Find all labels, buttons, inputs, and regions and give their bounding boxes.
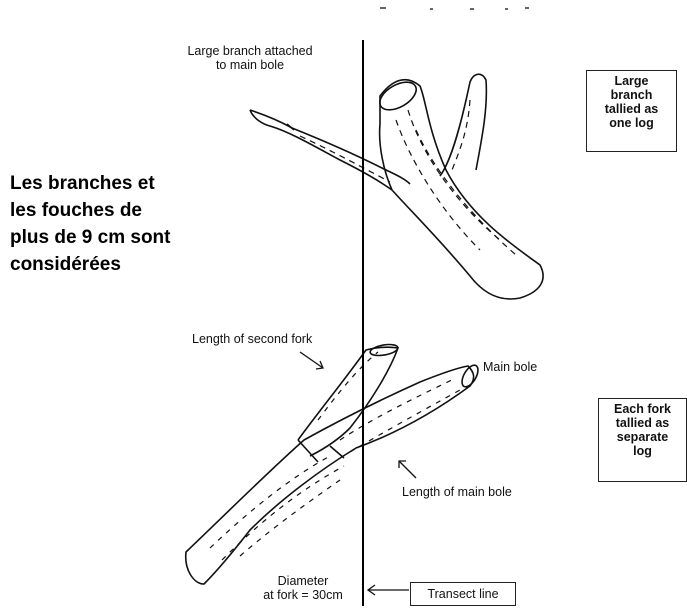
length-second-fork-label: Length of second fork <box>192 332 312 346</box>
label-line: at fork = 30cm <box>248 588 358 602</box>
note-line: Les branches et <box>10 170 170 197</box>
length-main-bole-label: Length of main bole <box>402 485 512 499</box>
box-line: tallied as <box>589 102 674 116</box>
label-line: Large branch attached <box>160 44 340 58</box>
box-line: branch <box>589 88 674 102</box>
note-line: les fouches de <box>10 197 170 224</box>
transect-line-box: Transect line <box>410 582 516 606</box>
box-line: log <box>601 444 684 458</box>
box-line: separate <box>601 430 684 444</box>
large-branch-tallied-box: Large branch tallied as one log <box>586 70 677 152</box>
lower-log-illustration <box>186 343 481 584</box>
main-bole-label: Main bole <box>483 360 537 374</box>
upper-log-illustration <box>250 74 543 299</box>
label-line: Diameter <box>248 574 358 588</box>
box-line: Each fork <box>601 402 684 416</box>
large-branch-attached-label: Large branch attached to main bole <box>160 44 340 72</box>
top-scan-marks <box>380 8 529 9</box>
label-line: to main bole <box>160 58 340 72</box>
box-line: Large <box>589 74 674 88</box>
each-fork-tallied-box: Each fork tallied as separate log <box>598 398 687 482</box>
french-note: Les branches et les fouches de plus de 9… <box>10 170 170 278</box>
note-line: plus de 9 cm sont <box>10 224 170 251</box>
box-line: one log <box>589 116 674 130</box>
box-line: tallied as <box>601 416 684 430</box>
diameter-at-fork-label: Diameter at fork = 30cm <box>248 574 358 602</box>
note-line: considérées <box>10 251 170 278</box>
